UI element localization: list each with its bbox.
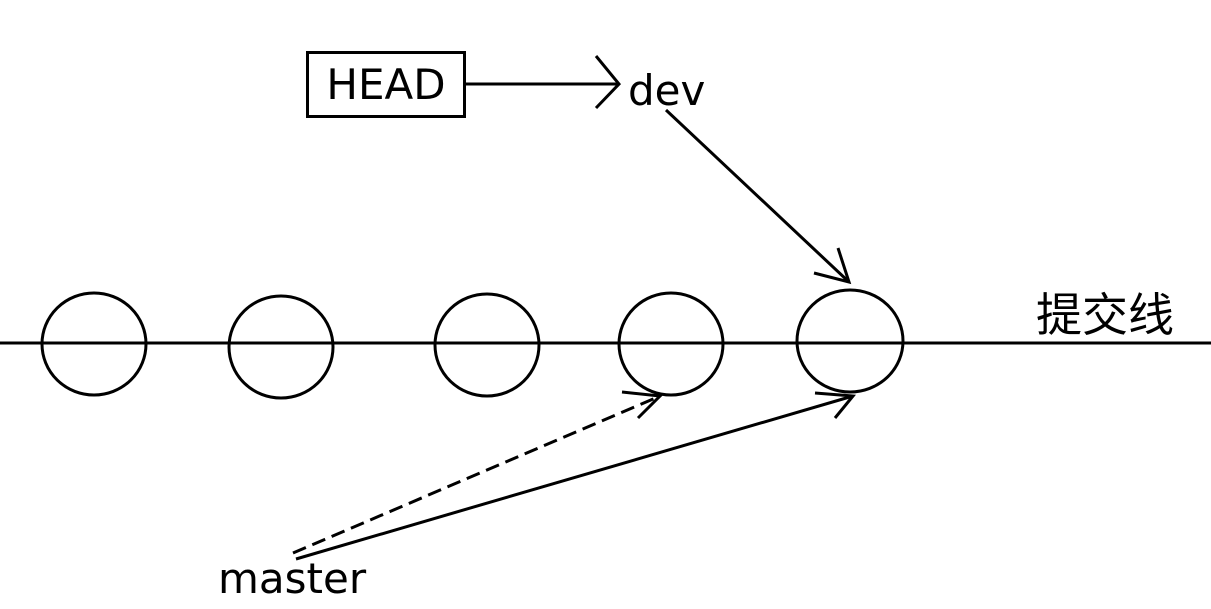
commit-5 bbox=[795, 288, 905, 394]
commit-1 bbox=[40, 291, 148, 397]
master-branch-label: master bbox=[218, 554, 367, 603]
commit-2 bbox=[227, 294, 335, 400]
head-pointer-box: HEAD bbox=[306, 51, 466, 118]
head-to-dev-arrow bbox=[466, 55, 622, 110]
commit-4 bbox=[617, 291, 725, 397]
commit-line-label: 提交线 bbox=[1036, 288, 1174, 342]
master-new-pointer-arrow bbox=[295, 391, 856, 561]
head-label: HEAD bbox=[326, 60, 446, 109]
master-old-pointer-arrow bbox=[292, 390, 664, 555]
dev-to-commit-arrow bbox=[664, 108, 852, 285]
dev-branch-label: dev bbox=[628, 66, 706, 115]
commit-3 bbox=[433, 292, 541, 398]
